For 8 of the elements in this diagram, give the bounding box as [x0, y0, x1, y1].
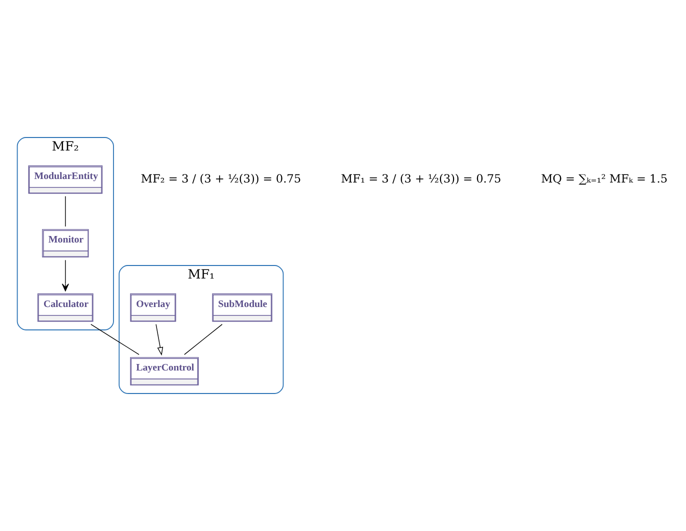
label: MQ = ∑ₖ₌₁² MFₖ = 1.5 [541, 172, 668, 186]
arrow [156, 324, 164, 356]
connector [184, 324, 223, 355]
connector [90, 324, 140, 355]
connector [65, 196, 66, 227]
label: MF₁ = 3 / (3 + ½(3)) = 0.75 [341, 172, 502, 186]
label: MF₂ = 3 / (3 + ½(3)) = 0.75 [140, 172, 302, 186]
arrow [62, 260, 69, 292]
